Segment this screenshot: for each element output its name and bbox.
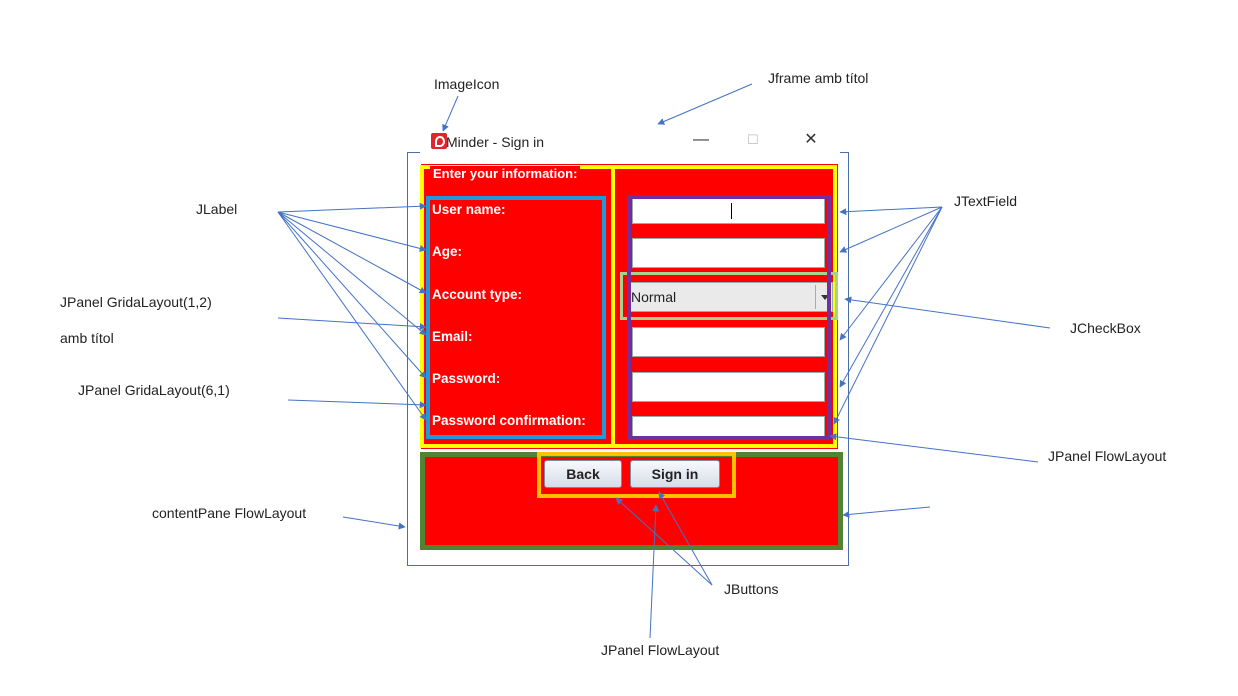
minimize-icon[interactable]: —: [693, 131, 709, 148]
account-type-combo[interactable]: Normal: [628, 282, 833, 312]
annotation-grid-1x2-title: amb títol: [60, 330, 114, 346]
annotation-flow-right: JPanel FlowLayout: [1048, 448, 1167, 464]
arrow-jlabel-6: [277, 211, 427, 421]
back-button[interactable]: Back: [544, 460, 622, 488]
label-user-name: User name:: [432, 202, 506, 217]
annotation-jframe: Jframe amb títol: [768, 70, 869, 86]
arrow-grid-1x2: [277, 317, 427, 331]
arrow-textfield-3: [839, 206, 943, 341]
arrow-textfield-1: [839, 206, 943, 216]
arrow-jlabel-5: [277, 211, 427, 379]
user-name-field[interactable]: [632, 198, 825, 224]
label-age: Age:: [432, 244, 462, 259]
arrow-jframe: [657, 83, 753, 125]
arrow-jlabel-4: [277, 211, 427, 336]
annotation-flow-bottom: JPanel FlowLayout: [601, 642, 720, 658]
email-field[interactable]: [632, 327, 825, 357]
arrow-textfield-5: [833, 206, 943, 425]
labels-grid-outline: [426, 196, 606, 439]
window-titlebar: Minder - Sign in — ☐ ✕: [420, 124, 840, 158]
age-field[interactable]: [632, 238, 825, 268]
annotation-jlabel: JLabel: [196, 201, 238, 217]
annotation-jtextfield: JTextField: [954, 193, 1018, 209]
annotation-jbuttons: JButtons: [724, 581, 779, 597]
arrow-jlabel-3: [277, 211, 427, 294]
annotation-imageicon: ImageIcon: [434, 76, 500, 92]
annotation-content-pane: contentPane FlowLayout: [152, 505, 307, 521]
arrow-textfield-2: [839, 206, 943, 253]
arrow-content-pane-right: [842, 506, 931, 518]
arrow-flow-bottom: [649, 504, 660, 639]
annotation-grid-6x1: JPanel GridaLayout(6,1): [78, 382, 230, 398]
arrow-flow-right: [829, 433, 1039, 463]
arrow-textfield-4: [839, 206, 943, 388]
grid-1x2-divider: [611, 165, 615, 448]
arrow-grid-6x1: [287, 399, 427, 409]
text-caret: [731, 203, 732, 219]
arrow-imageicon: [442, 95, 459, 132]
combo-outline: [620, 272, 838, 320]
arrow-jbuttons-1: [615, 497, 713, 586]
combo-divider: [815, 285, 816, 309]
buttons-flow-outline: [537, 452, 736, 498]
form-border-title: Enter your information:: [430, 166, 581, 181]
arrow-jcheckbox: [844, 296, 1051, 329]
annotation-grid-1x2: JPanel GridaLayout(1,2): [60, 294, 212, 310]
arrow-jlabel-2: [277, 211, 427, 252]
account-type-value: Normal: [631, 289, 677, 305]
minder-app-icon: [431, 133, 447, 149]
label-password: Password:: [432, 371, 501, 386]
password-field[interactable]: [632, 372, 825, 402]
label-account-type: Account type:: [432, 287, 523, 302]
label-password-confirmation: Password confirmation:: [432, 413, 586, 428]
arrow-content-pane: [342, 516, 406, 530]
close-icon[interactable]: ✕: [804, 131, 818, 148]
arrow-jlabel-1: [277, 202, 427, 213]
chevron-down-icon[interactable]: [821, 295, 829, 300]
arrow-jbuttons-2: [658, 491, 713, 586]
maximize-icon[interactable]: ☐: [747, 132, 759, 147]
fields-grid-outline: [627, 195, 831, 440]
sign-in-button[interactable]: Sign in: [630, 460, 720, 488]
window-title: Minder - Sign in: [446, 134, 545, 150]
annotation-jcheckbox: JCheckBox: [1070, 320, 1141, 336]
label-email: Email:: [432, 329, 473, 344]
